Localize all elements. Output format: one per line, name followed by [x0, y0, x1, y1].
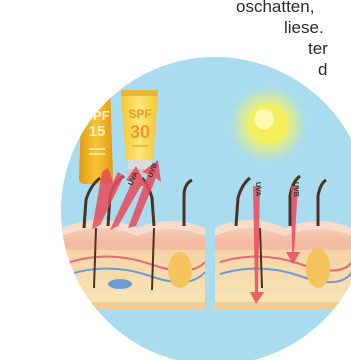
svg-text:30: 30 — [130, 122, 150, 142]
uvb-label-right: UVB — [292, 182, 299, 197]
svg-text:15: 15 — [89, 123, 106, 140]
sun-icon — [226, 82, 310, 166]
tube-spf-label: SPF — [128, 107, 151, 121]
uva-label-right: UVA — [254, 182, 261, 196]
bottle-spf-label: SPF — [84, 108, 109, 123]
spf-15-bottle: SPF 15 — [79, 56, 113, 184]
